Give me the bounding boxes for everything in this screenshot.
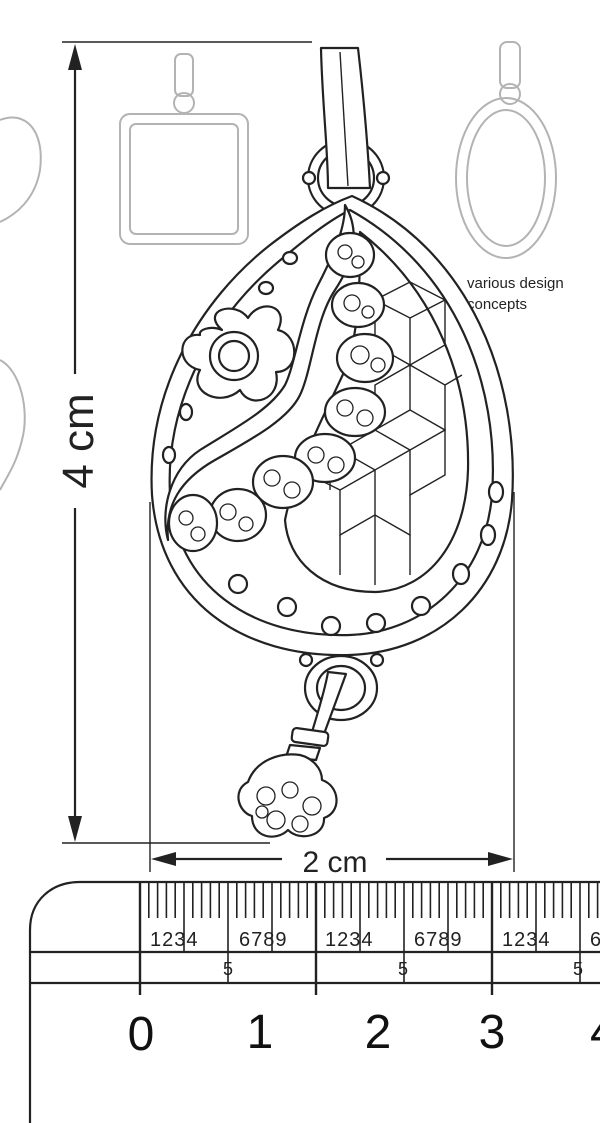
concepts-note-line1: various design bbox=[467, 275, 564, 292]
ruler-major-1: 1 bbox=[247, 1006, 274, 1059]
ruler-major-0: 0 bbox=[128, 1008, 155, 1061]
concept-square-pendant bbox=[119, 53, 249, 245]
width-arrow-right bbox=[488, 852, 513, 866]
ruler-major-2: 2 bbox=[365, 1006, 392, 1059]
ruler-minor-group-d: 6789 bbox=[414, 929, 463, 951]
ruler-minor-group-b: 6789 bbox=[239, 929, 288, 951]
ruler-major-4: 4 bbox=[590, 1006, 600, 1059]
height-dimension: 4 cm bbox=[54, 41, 312, 844]
width-arrow-left bbox=[151, 852, 176, 866]
flower-center-stone bbox=[217, 339, 251, 373]
pendant bbox=[150, 46, 514, 838]
ruler-minor-group-c: 1234 bbox=[325, 929, 374, 951]
drop-charm bbox=[237, 652, 385, 838]
ruler-minor-group-e: 1234 bbox=[502, 929, 551, 951]
gem-petals bbox=[167, 231, 395, 553]
ruler-half-mark-1: 5 bbox=[223, 959, 233, 979]
ruler-half-mark-3: 5 bbox=[573, 959, 583, 979]
teardrop-inner-frame bbox=[168, 208, 494, 637]
width-label: 2 cm bbox=[302, 846, 367, 879]
pendant-bail bbox=[301, 46, 391, 218]
concepts-note-line2: concepts bbox=[467, 296, 527, 313]
ruler-major-3: 3 bbox=[479, 1006, 506, 1059]
ruler-half-mark-2: 5 bbox=[398, 959, 408, 979]
concept-partial-left-top bbox=[0, 116, 42, 223]
width-dimension: 2 cm bbox=[149, 492, 515, 879]
ruler-ticks bbox=[138, 882, 599, 995]
concept-partial-left-bottom bbox=[0, 359, 26, 491]
bail-tube bbox=[319, 46, 372, 190]
measuring-ruler: 1234 6789 1234 6789 1234 6 5 5 5 0 1 2 3… bbox=[28, 880, 600, 1123]
ruler-minor-group-a: 1234 bbox=[150, 929, 199, 951]
petal-gems bbox=[178, 244, 386, 542]
design-concepts: various design concepts bbox=[0, 41, 564, 491]
height-label: 4 cm bbox=[54, 393, 103, 488]
scroll-band bbox=[164, 203, 355, 542]
concept-oval-pendant bbox=[455, 41, 557, 259]
flower-center-ring bbox=[208, 330, 260, 382]
height-arrow-top bbox=[68, 44, 82, 70]
flower-ornament bbox=[181, 305, 296, 402]
height-arrow-bottom bbox=[68, 816, 82, 842]
ruler-outline bbox=[28, 880, 600, 1123]
dot-border bbox=[161, 250, 505, 637]
ruler-minor-group-f: 6 bbox=[590, 929, 600, 951]
